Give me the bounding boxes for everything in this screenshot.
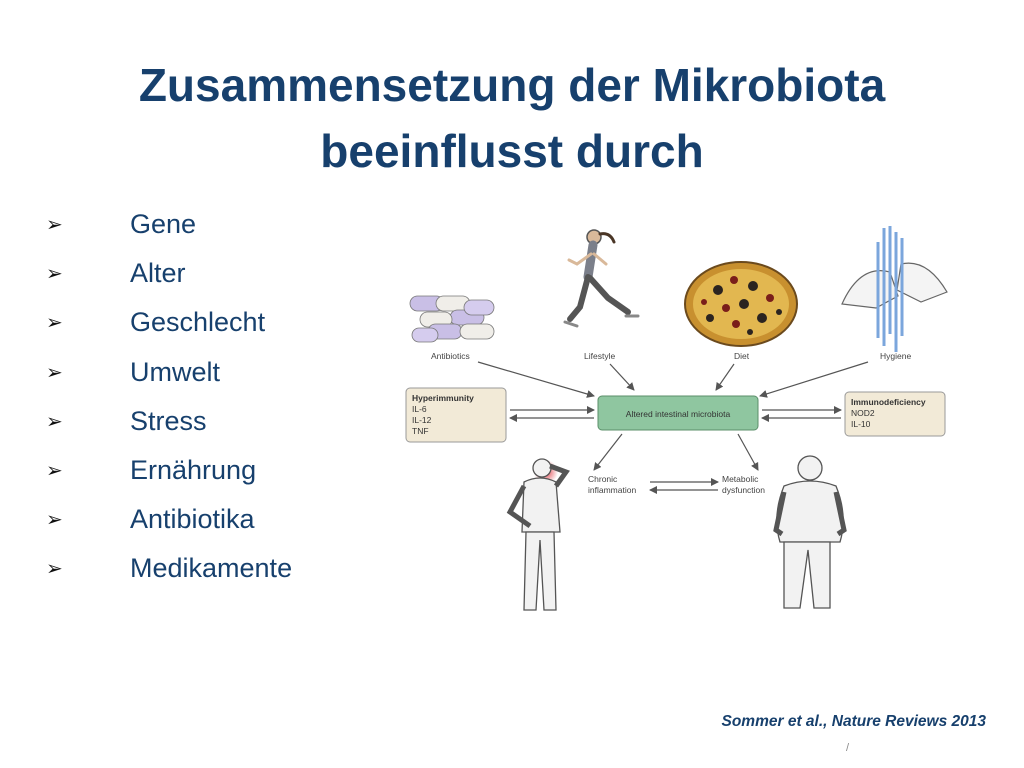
- list-item: ➢ Geschlecht: [46, 298, 292, 347]
- arrow-to-metabolic: [737, 433, 759, 471]
- slide-number: /: [846, 742, 850, 754]
- list-item-label: Stress: [130, 405, 207, 436]
- overweight-person-icon: [773, 455, 847, 609]
- hyperimmunity-title: Hyperimmunity: [412, 393, 474, 403]
- list-item-label: Geschlecht: [130, 307, 266, 338]
- hyperimmunity-item: TNF: [412, 426, 429, 436]
- hyperimmunity-box: [405, 387, 507, 443]
- title-line-1: Zusammensetzung der Mikrobiota: [138, 59, 886, 111]
- factor-label-hygiene: Hygiene: [880, 351, 911, 361]
- list-item: ➢ Alter: [46, 249, 292, 298]
- list-item-label: Antibiotika: [130, 504, 255, 535]
- citation: Sommer et al., Nature Reviews 2013: [721, 713, 987, 730]
- list-item: ➢ Antibiotika: [46, 495, 292, 544]
- factor-list: ➢ Gene ➢ Alter ➢ Geschlecht ➢ Umwelt ➢ Stress…: [46, 200, 292, 594]
- factor-label-diet: Diet: [734, 351, 750, 361]
- list-item-label: Alter: [130, 258, 186, 289]
- list-item: ➢ Gene: [46, 200, 292, 249]
- list-item-label: Ernährung: [130, 455, 257, 486]
- hyperimmunity-item: IL-6: [412, 404, 427, 414]
- list-item-label: Umwelt: [130, 356, 221, 387]
- list-item: ➢ Ernährung: [46, 446, 292, 495]
- runner-lifestyle-icon: [563, 229, 640, 328]
- arrow-to-inflammation: [593, 433, 623, 471]
- arrow-hygiene: [759, 361, 869, 398]
- title-line-2: beeinflusst durch: [320, 125, 704, 177]
- bullet-arrow-icon: ➢: [46, 460, 63, 483]
- bullet-arrow-icon: ➢: [46, 410, 63, 433]
- list-item-label: Medikamente: [130, 553, 293, 584]
- bullet-arrow-icon: ➢: [46, 263, 63, 286]
- immunodeficiency-item: IL-10: [851, 419, 871, 429]
- bullet-arrow-icon: ➢: [46, 509, 63, 532]
- bullet-arrow-icon: ➢: [46, 361, 63, 384]
- outcome-right-line-2: dysfunction: [722, 485, 765, 495]
- outcome-left-line-1: Chronic: [588, 474, 618, 484]
- arrow-antibiotics: [477, 361, 595, 398]
- factor-label-lifestyle: Lifestyle: [584, 351, 615, 361]
- microbiota-diagram: Antibiotics Lifestyle Diet Hygiene Alte: [405, 226, 948, 611]
- pizza-diet-icon: [684, 261, 798, 347]
- list-item-label: Gene: [130, 209, 197, 240]
- bullet-arrow-icon: ➢: [46, 312, 63, 335]
- outcome-right-line-1: Metabolic: [722, 474, 759, 484]
- antibiotics-pills-icon: [409, 295, 495, 343]
- factor-label-antibiotics: Antibiotics: [431, 351, 470, 361]
- bullet-arrow-icon: ➢: [46, 214, 63, 237]
- immunodeficiency-item: NOD2: [851, 408, 875, 418]
- center-node-label: Altered intestinal microbiota: [626, 409, 731, 419]
- list-item: ➢ Umwelt: [46, 348, 292, 397]
- hyperimmunity-item: IL-12: [412, 415, 432, 425]
- list-item: ➢ Stress: [46, 397, 292, 446]
- arrow-lifestyle: [609, 363, 635, 391]
- immunodeficiency-box: [844, 391, 946, 437]
- handwashing-hygiene-icon: [841, 226, 948, 352]
- bullet-arrow-icon: ➢: [46, 558, 63, 581]
- center-node: [597, 395, 759, 431]
- outcome-left-line-2: inflammation: [588, 485, 636, 495]
- list-item: ➢ Medikamente: [46, 544, 292, 593]
- immunodeficiency-title: Immunodeficiency: [851, 397, 926, 407]
- person-with-pain-icon: [506, 458, 570, 611]
- arrow-diet: [715, 363, 735, 391]
- slide-title: Zusammensetzung der Mikrobiota beeinflus…: [0, 52, 1024, 184]
